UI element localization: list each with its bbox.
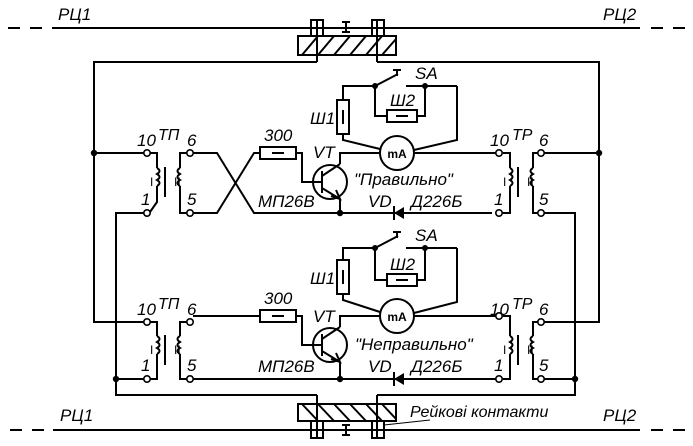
shunt1-label: Ш1 <box>310 109 335 128</box>
pin-label: 1 <box>494 356 503 375</box>
coil-icon <box>529 167 535 187</box>
resistor-value: 300 <box>264 126 293 145</box>
status-label-incorrect: "Неправильно" <box>355 335 474 354</box>
junction-dot <box>336 375 344 383</box>
terminal <box>143 374 152 383</box>
coil-icon <box>176 335 182 355</box>
switch-icon <box>374 73 399 87</box>
callout-leader <box>383 419 431 426</box>
rail-contact-block-top <box>297 19 397 62</box>
pin-label: 10 <box>490 131 509 150</box>
rail-bottom: РЦ1 РЦ2 Рейкові контакти <box>10 395 685 439</box>
diode-type: Д226Б <box>409 357 462 376</box>
pin-label: 5 <box>187 356 197 375</box>
insulated-joint-icon <box>342 21 350 33</box>
transistor-ref: VT <box>313 307 336 326</box>
terminal <box>494 311 503 320</box>
pin-label: 10 <box>490 300 509 319</box>
pin-label: 1 <box>141 190 150 209</box>
coil-icon <box>508 335 514 355</box>
terminal <box>186 209 195 218</box>
winding-label: I <box>150 343 153 357</box>
rail-contacts-label: Рейкові контакти <box>410 404 548 421</box>
rail-circuit-label-left: РЦ1 <box>58 5 91 24</box>
winding-label: I <box>150 175 153 189</box>
terminal <box>536 374 545 383</box>
terminal <box>494 209 503 218</box>
transistor-ref: VT <box>313 143 336 162</box>
terminal <box>143 149 152 158</box>
meter-label: mA <box>387 310 407 324</box>
pin-label: 6 <box>539 131 549 150</box>
pin-label: 10 <box>137 300 156 319</box>
transistor-type: МП26В <box>258 357 315 376</box>
terminal <box>494 149 503 158</box>
pin-label: 1 <box>494 190 503 209</box>
transistor-icon <box>312 326 348 364</box>
terminal <box>143 317 152 326</box>
coil-icon <box>176 167 182 187</box>
coil-icon <box>155 335 161 355</box>
terminal <box>536 209 545 218</box>
channel-top: 10 ТП 6 1 5 I II 300 <box>137 64 549 220</box>
rail-top: РЦ1 РЦ2 <box>8 5 685 62</box>
insulated-joint-icon <box>342 424 350 436</box>
transformer-name: ТР <box>512 127 533 144</box>
transistor-type: МП26В <box>258 192 315 211</box>
transformer-tr: 10 ТР 6 1 5 I II <box>414 127 549 218</box>
outer-wiring <box>90 61 603 396</box>
coil-icon <box>155 167 161 187</box>
rail-circuit-label-right: РЦ2 <box>603 5 637 24</box>
pin-label: 6 <box>187 131 197 150</box>
pin-label: 5 <box>539 190 549 209</box>
terminal <box>494 374 503 383</box>
pin-label: 6 <box>539 300 549 319</box>
pin-label: 1 <box>141 356 150 375</box>
meter-label: mA <box>387 147 407 161</box>
terminal <box>536 149 545 158</box>
rail-circuit-label-left: РЦ1 <box>60 406 93 425</box>
winding-label: I <box>503 175 506 189</box>
junction-dot <box>336 209 344 217</box>
switch-label: SA <box>415 226 438 245</box>
pin-label: 5 <box>187 190 197 209</box>
diode-type: Д226Б <box>409 192 462 211</box>
terminal <box>186 149 195 158</box>
rail-contact-block-bottom <box>297 395 397 439</box>
winding-label: I <box>503 343 506 357</box>
transformer-tr: 10 ТР 6 1 5 I II <box>490 296 549 383</box>
status-label-correct: "Правильно" <box>354 170 454 189</box>
diode-ref: VD <box>368 357 392 376</box>
shunt2-label: Ш2 <box>390 255 416 274</box>
terminal <box>186 374 195 383</box>
switch-icon <box>374 235 399 249</box>
shunt2-label: Ш2 <box>390 91 416 110</box>
rail-circuit-label-right: РЦ2 <box>603 406 637 425</box>
transformer-name: ТР <box>512 296 533 313</box>
wire-crossed <box>193 152 260 214</box>
transformer-name: ТП <box>158 127 180 144</box>
transformer-tp: 10 ТП 6 1 5 I II <box>137 127 197 218</box>
coil-icon <box>529 335 535 355</box>
transformer-name: ТП <box>158 296 180 313</box>
pin-label: 10 <box>137 131 156 150</box>
shunt1-label: Ш1 <box>310 269 335 288</box>
pin-label: 6 <box>187 300 197 319</box>
channel-bottom: 10 ТП 6 1 5 I II 300 <box>137 226 549 386</box>
diode-ref: VD <box>368 192 392 211</box>
transformer-tp: 10 ТП 6 1 5 I II <box>137 296 197 383</box>
switch-label: SA <box>415 64 438 83</box>
diode-icon <box>393 206 404 220</box>
transistor-icon <box>312 163 348 201</box>
terminal <box>186 317 195 326</box>
terminal <box>536 317 545 326</box>
terminal <box>143 209 152 218</box>
coil-icon <box>508 167 514 187</box>
diode-icon <box>393 372 404 386</box>
resistor-value: 300 <box>264 289 293 308</box>
pin-label: 5 <box>539 356 549 375</box>
